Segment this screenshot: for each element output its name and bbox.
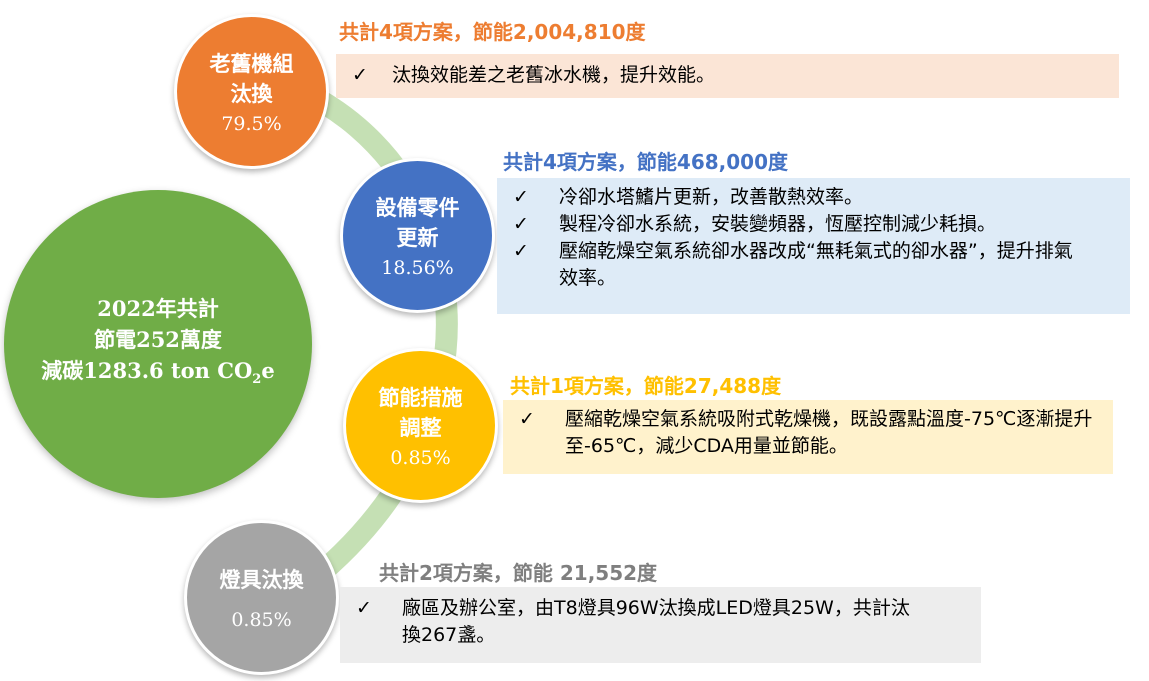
item-text: 製程冷卻水系統，安裝變頻器，恆壓控制減少耗損。 — [559, 213, 997, 235]
category-circle-measures: 節能措施 調整 0.85% — [343, 348, 498, 503]
check-icon: ✓ — [513, 240, 529, 262]
check-icon: ✓ — [352, 64, 368, 86]
list-item: ✓ 壓縮乾燥空氣系統卻水器改成“無耗氣式的卻水器”，提升排氣效率。 — [513, 238, 1130, 292]
category-name: 節能措施 — [378, 385, 463, 410]
category-circle-lighting: 燈具汰換 0.85% — [184, 520, 339, 675]
category-name: 設備零件 — [375, 195, 460, 220]
category-box-old-units: ✓ 汰換效能差之老舊冰水機，提升效能。 — [336, 54, 1119, 98]
item-text: 廠區及辦公室，由T8燈具96W汰換成LED燈具25W，共計汰換267盞。 — [402, 597, 910, 646]
category-percent: 0.85% — [390, 446, 451, 469]
category-name: 燈具汰換 — [219, 567, 304, 592]
category-circle-old-units: 老舊機組 汰換 79.5% — [174, 14, 329, 169]
list-item: ✓ 壓縮乾燥空氣系統吸附式乾燥機，既設露點溫度-75℃逐漸提升至-65℃，減少C… — [519, 406, 1113, 460]
summary-circle: 2022年共計 節電252萬度 減碳1283.6 ton CO2e — [4, 190, 312, 498]
item-text: 壓縮乾燥空氣系統卻水器改成“無耗氣式的卻水器”，提升排氣效率。 — [559, 240, 1073, 289]
category-box-lighting: ✓ 廠區及辦公室，由T8燈具96W汰換成LED燈具25W，共計汰換267盞。 — [340, 587, 981, 663]
check-icon: ✓ — [513, 213, 529, 235]
item-text: 冷卻水塔鰭片更新，改善散熱效率。 — [559, 186, 864, 208]
category-box-measures: ✓ 壓縮乾燥空氣系統吸附式乾燥機，既設露點溫度-75℃逐漸提升至-65℃，減少C… — [503, 400, 1113, 474]
list-item: ✓ 製程冷卻水系統，安裝變頻器，恆壓控制減少耗損。 — [513, 211, 1130, 238]
summary-energy-saved: 節電252萬度 — [94, 326, 222, 352]
category-name-line2: 更新 — [396, 225, 439, 250]
list-item: ✓ 廠區及辦公室，由T8燈具96W汰換成LED燈具25W，共計汰換267盞。 — [356, 595, 981, 649]
list-item: ✓ 汰換效能差之老舊冰水機，提升效能。 — [352, 62, 1119, 89]
category-percent: 79.5% — [221, 112, 282, 135]
check-icon: ✓ — [356, 597, 372, 619]
category-name: 老舊機組 — [209, 51, 294, 76]
category-circle-equipment-parts: 設備零件 更新 18.56% — [340, 158, 495, 313]
category-box-equipment-parts: ✓ 冷卻水塔鰭片更新，改善散熱效率。 ✓ 製程冷卻水系統，安裝變頻器，恆壓控制減… — [497, 178, 1130, 314]
category-heading-measures: 共計1項方案，節能27,488度 — [510, 374, 782, 398]
summary-year-total: 2022年共計 — [97, 295, 219, 321]
item-text: 壓縮乾燥空氣系統吸附式乾燥機，既設露點溫度-75℃逐漸提升至-65℃，減少CDA… — [565, 408, 1093, 457]
category-heading-lighting: 共計2項方案，節能 21,552度 — [379, 561, 658, 585]
item-text: 汰換效能差之老舊冰水機，提升效能。 — [392, 64, 716, 86]
summary-carbon-reduced: 減碳1283.6 ton CO2e — [41, 357, 275, 388]
category-name-line2: 汰換 — [230, 81, 273, 106]
check-icon: ✓ — [519, 408, 535, 430]
category-heading-old-units: 共計4項方案，節能2,004,810度 — [339, 20, 646, 44]
category-heading-equipment-parts: 共計4項方案，節能468,000度 — [503, 150, 789, 174]
list-item: ✓ 冷卻水塔鰭片更新，改善散熱效率。 — [513, 184, 1130, 211]
category-name-line2: 調整 — [399, 415, 442, 440]
category-percent: 18.56% — [381, 256, 454, 279]
check-icon: ✓ — [513, 186, 529, 208]
category-percent: 0.85% — [231, 608, 292, 631]
